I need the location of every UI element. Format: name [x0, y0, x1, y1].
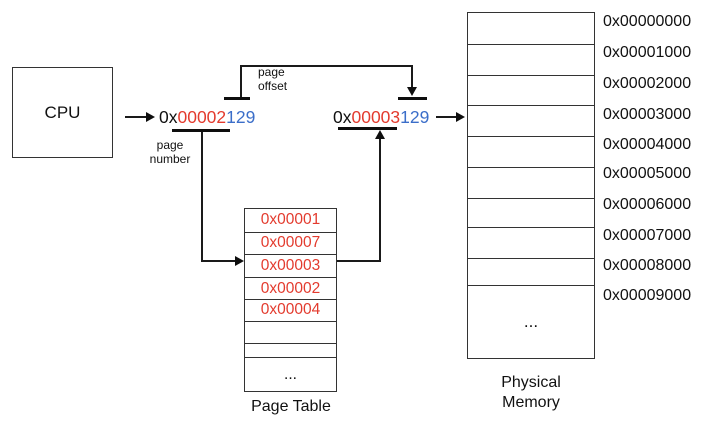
memory-row [468, 228, 594, 259]
memory-address-label: 0x00006000 [603, 196, 692, 213]
memory-row [468, 137, 594, 169]
page-table-row [245, 322, 336, 344]
vaddr-page-number-underline [172, 129, 230, 132]
paddr-frame-number-underline [338, 127, 397, 130]
page-table-row: 0x00007 [245, 233, 336, 255]
virtual-address-offset: 129 [226, 107, 256, 127]
memory-row [468, 45, 594, 76]
memory-address-label: 0x00004000 [603, 136, 692, 153]
memory-address-label: 0x00005000 [603, 165, 692, 182]
page-table-caption: Page Table [251, 398, 331, 415]
offset-bracket-right-line [411, 65, 413, 88]
page-number-label-line1: page [156, 138, 184, 152]
page-table-rows: 0x00001 0x00007 0x00003 0x00002 0x00004 … [245, 209, 336, 391]
page-table-row: 0x00003 [245, 255, 336, 279]
pagetable-to-paddr-vline [379, 138, 381, 262]
memory-row-ellipsis: ... [468, 286, 594, 358]
memory-row [468, 259, 594, 287]
page-table-row: 0x00004 [245, 300, 336, 322]
offset-bracket-arrowhead-icon [407, 87, 417, 96]
cpu-to-vaddr-arrowhead-icon [146, 112, 155, 122]
memory-address-label: 0x00003000 [603, 106, 692, 123]
vaddr-to-pagetable-hline [201, 260, 237, 262]
memory-address-label: 0x00001000 [603, 44, 692, 61]
memory-address-label: 0x00008000 [603, 257, 692, 274]
virtual-address-page-number: 00002 [177, 107, 227, 127]
page-table-entry: 0x00002 [260, 279, 321, 297]
memory-address-label: 0x00000000 [603, 13, 692, 30]
page-table-row: ... [245, 358, 336, 391]
memory-row [468, 13, 594, 45]
paddr-to-memory-line [436, 116, 457, 118]
page-table-entry: 0x00001 [260, 211, 321, 229]
page-number-label: page number [144, 138, 196, 166]
physical-memory-caption-line1: Physical [501, 374, 561, 391]
page-table: 0x00001 0x00007 0x00003 0x00002 0x00004 … [244, 208, 337, 392]
memory-address-label: 0x00009000 [603, 287, 692, 304]
physical-address-frame-number: 00003 [351, 107, 401, 127]
offset-bracket-left-line [240, 65, 242, 97]
pagetable-to-paddr-hline [337, 260, 381, 262]
cpu-box: CPU [12, 67, 113, 158]
page-table-entry: 0x00003 [260, 256, 321, 274]
vaddr-to-pagetable-arrowhead-icon [235, 256, 244, 266]
page-table-entry: 0x00007 [260, 234, 321, 252]
vaddr-offset-tick [224, 97, 250, 100]
pagetable-to-paddr-arrowhead-icon [375, 130, 385, 139]
memory-ellipsis: ... [523, 312, 539, 332]
cpu-to-vaddr-line [125, 116, 147, 118]
physical-memory-caption: Physical Memory [467, 373, 595, 413]
memory-row [468, 199, 594, 228]
page-table-row: 0x00002 [245, 278, 336, 300]
offset-bracket-top-line [240, 65, 413, 67]
physical-address: 0x00003129 [333, 107, 429, 127]
memory-row [468, 106, 594, 138]
memory-row [468, 168, 594, 199]
physical-address-prefix: 0x [333, 107, 352, 127]
physical-memory: ... [467, 12, 595, 359]
vaddr-to-pagetable-vline [201, 132, 203, 262]
page-offset-label-line1: page [258, 65, 285, 79]
virtual-address: 0x00002129 [159, 107, 255, 127]
page-table-ellipsis: ... [284, 365, 297, 383]
page-offset-label: page offset [258, 65, 287, 93]
memory-address-label: 0x00002000 [603, 75, 692, 92]
page-number-label-line2: number [149, 152, 191, 166]
paddr-offset-tick [398, 97, 427, 100]
page-table-entry: 0x00004 [260, 301, 321, 319]
page-table-row [245, 344, 336, 359]
physical-memory-rows: ... [468, 13, 594, 358]
physical-address-offset: 129 [400, 107, 430, 127]
physical-memory-caption-line2: Memory [502, 394, 560, 411]
page-offset-label-line2: offset [258, 79, 288, 93]
cpu-label: CPU [44, 102, 81, 122]
memory-row [468, 76, 594, 107]
virtual-address-prefix: 0x [159, 107, 178, 127]
paddr-to-memory-arrowhead-icon [456, 112, 465, 122]
memory-address-label: 0x00007000 [603, 227, 692, 244]
page-table-row: 0x00001 [245, 209, 336, 233]
